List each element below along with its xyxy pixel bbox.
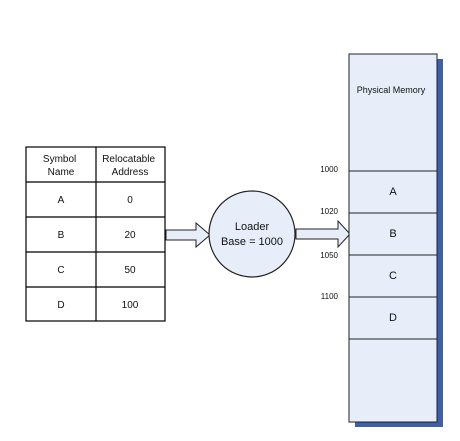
memory-segment-label: D: [389, 312, 397, 324]
table-cell-address: 20: [124, 230, 136, 241]
header-symbol-name: Symbol Name: [43, 154, 79, 178]
table-cell-address: 0: [127, 195, 133, 206]
memory-address-label: 1100: [321, 292, 339, 301]
memory-segment-label: C: [389, 270, 397, 282]
header-relocatable-address: Relocatable Address: [102, 154, 158, 178]
loader-label: Loader: [235, 221, 270, 233]
memory-title: Physical Memory: [357, 85, 426, 95]
arrow-table-to-loader: [165, 221, 211, 249]
memory-address-label: 1050: [320, 251, 338, 260]
table-cell-symbol: D: [57, 300, 64, 311]
table-cell-symbol: B: [58, 230, 65, 241]
table-cell-symbol: C: [57, 265, 64, 276]
arrow-loader-to-memory: [295, 219, 351, 249]
table-cell-address: 50: [124, 265, 136, 276]
table-cell-symbol: A: [58, 195, 65, 206]
table-cell-address: 100: [122, 300, 139, 311]
memory-segment-label: B: [389, 228, 396, 240]
memory-segment-label: A: [389, 186, 397, 198]
memory-address-label: 1020: [320, 207, 338, 216]
symbol-table: Symbol Name Relocatable Address A 0 B 20…: [25, 146, 166, 322]
loader-node: Loader Base = 1000: [208, 190, 296, 278]
loader-base-label: Base = 1000: [221, 236, 283, 248]
memory-address-label: 1000: [320, 165, 338, 174]
physical-memory: Physical Memory A B C D 1000 1020 1050 1…: [320, 53, 443, 427]
